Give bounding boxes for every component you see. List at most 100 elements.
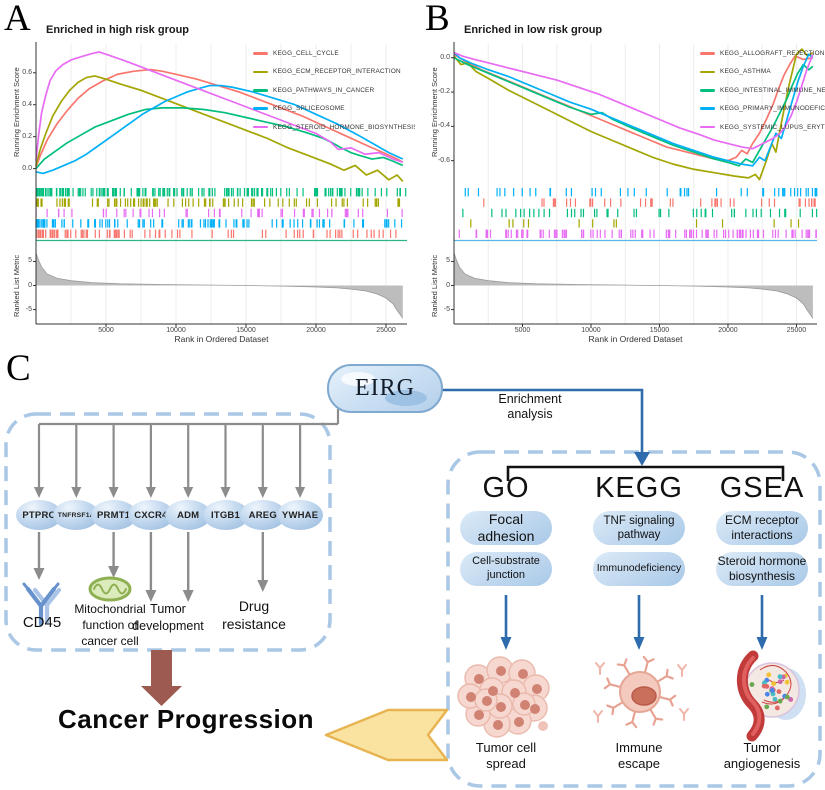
legend-line	[253, 52, 268, 55]
gene-node-tnfrsf1a: TNFRSF1A	[53, 500, 100, 530]
barcode-row	[458, 229, 817, 238]
chart-title-high-risk: Enriched in high risk group	[46, 24, 190, 36]
barcode-row	[464, 188, 818, 197]
gene-arrow	[257, 487, 268, 498]
legend-item: KEGG_INTESTINAL_IMMUNE_NETWORK_FOR_IGA_P…	[700, 87, 825, 94]
mitochondria-icon	[88, 576, 132, 602]
drug-resistance-label: Drug resistance	[222, 598, 286, 632]
barcode-row	[35, 229, 397, 238]
legend-label: KEGG_STEROID_HORMONE_BIOSYNTHESIS	[273, 123, 415, 131]
legend-label: KEGG_PATHWAYS_IN_CANCER	[273, 86, 375, 94]
es-tick-label: -0.2	[437, 88, 450, 96]
gene-arrow	[108, 487, 119, 498]
antibody-icon	[22, 582, 62, 627]
rank-tick-label: -5	[443, 305, 450, 313]
es-tick-label: 0.4	[22, 100, 32, 108]
rank-tick-label: 5	[446, 257, 450, 265]
es-tick-label: -0.6	[437, 156, 450, 164]
category-heading-go: GO	[482, 472, 530, 504]
category-heading-kegg: KEGG	[595, 472, 683, 504]
pathway-pill-steroid-hormone-biosynthesis: Steroid hormone biosynthesis	[716, 552, 808, 586]
legend-item: KEGG_STEROID_HORMONE_BIOSYNTHESIS	[253, 124, 415, 131]
rank-tick-label: 0	[446, 281, 450, 289]
enrichment-connector-arrowhead	[634, 452, 650, 466]
yellow-left-arrow	[324, 708, 449, 762]
outcome-arrow	[145, 590, 157, 602]
eirg-shadow	[385, 390, 427, 406]
legend-item: KEGG_SPLICEOSOME	[253, 105, 345, 112]
tumor-cell-spread-icon	[457, 656, 550, 738]
es-curve	[35, 75, 404, 182]
gene-arrow	[183, 487, 194, 498]
legend-label: KEGG_INTESTINAL_IMMUNE_NETWORK_FOR_IGA_P…	[720, 86, 825, 94]
legend-line	[253, 89, 268, 92]
eirg-node: EIRG	[327, 364, 443, 413]
legend-label: KEGG_ECM_RECEPTOR_INTERACTION	[273, 68, 401, 76]
cd45-label: CD45	[22, 614, 62, 631]
rank-tick-label: 0	[28, 281, 32, 289]
x-tick-label: 25000	[786, 327, 807, 334]
barcode-row	[35, 208, 403, 218]
panel-label-b: B	[425, 0, 450, 39]
es-tick-label: 0.0	[22, 164, 32, 172]
legend-line	[700, 89, 715, 92]
es-curve	[35, 68, 404, 168]
es-tick-label: -0.4	[437, 122, 450, 130]
gsea-chart-high-risk	[33, 42, 407, 327]
legend-line	[700, 70, 715, 74]
es-curve	[35, 107, 404, 170]
barcode-row	[36, 188, 407, 197]
legend-item: KEGG_PRIMARY_IMMUNODEFICIENCY	[700, 105, 825, 112]
legend-item: KEGG_SYSTEMIC_LUPUS_ERYTHEMATOSUS	[700, 124, 825, 131]
rank-tick-label: 5	[28, 257, 32, 265]
es-curve	[453, 56, 814, 167]
x-axis-label-a: Rank in Ordered Dataset	[174, 334, 269, 344]
legend-line	[700, 125, 715, 129]
cancer-progression-arrow	[141, 650, 182, 706]
y-axis-label-enrichment-score-a: Running Enrichment Score	[12, 67, 21, 157]
x-tick-label: 10000	[581, 327, 601, 334]
result-arrow	[633, 637, 645, 650]
gene-arrow	[34, 487, 44, 498]
es-curve	[453, 51, 814, 150]
pathway-pill-immunodeficiency: Immunodeficiency	[593, 552, 685, 586]
gene-group-dashed-border	[4, 412, 332, 652]
barcode-row	[462, 208, 818, 218]
x-tick-label: 5000	[514, 327, 531, 334]
legend-label: KEGG_PRIMARY_IMMUNODEFICIENCY	[720, 105, 825, 113]
legend-item: KEGG_ASTHMA	[700, 68, 771, 75]
barcode-row	[36, 198, 401, 207]
legend-label: KEGG_CELL_CYCLE	[273, 50, 339, 57]
rank-tick-label: -5	[25, 305, 32, 313]
x-axis-label-b: Rank in Ordered Dataset	[588, 334, 683, 344]
eirg-highlight	[341, 372, 375, 386]
legend-label: KEGG_ALLOGRAFT_REJECTION	[720, 50, 825, 57]
legend-line	[700, 107, 715, 110]
legend-line	[253, 70, 268, 74]
legend-line	[700, 52, 715, 55]
enrichment-connector-line	[441, 388, 644, 452]
eirg-label: EIRG	[355, 375, 415, 401]
pathway-pill-ecm-receptor-interactions: ECM receptor interactions	[716, 511, 808, 545]
legend-item: KEGG_CELL_CYCLE	[253, 50, 339, 57]
gsea-chart-low-risk	[451, 42, 818, 327]
gene-arrow	[295, 487, 306, 498]
tumor-development-label: Tumor development	[132, 602, 204, 633]
pathway-pill-tnf-signaling-pathway: TNF signaling pathway	[593, 511, 685, 545]
es-tick-label: 0.2	[22, 132, 32, 140]
pathway-pill-focal-adhesion: Focal adhesion	[460, 511, 552, 545]
gsea-panel-high-risk: A Enriched in high risk group Running En…	[0, 0, 415, 348]
diagram-graphics	[4, 388, 822, 788]
es-curve	[453, 48, 814, 181]
es-curve	[453, 51, 814, 167]
outcome-arrow	[182, 590, 194, 602]
chart-title-low-risk: Enriched in low risk group	[464, 24, 603, 36]
gene-node-cxcr4: CXCR4	[127, 500, 174, 530]
es-tick-label: 0.6	[22, 68, 32, 76]
gene-arrow	[220, 487, 231, 498]
barcode-row	[35, 219, 403, 228]
gene-tree-connector	[39, 409, 340, 426]
category-heading-gsea: GSEA	[719, 472, 805, 504]
